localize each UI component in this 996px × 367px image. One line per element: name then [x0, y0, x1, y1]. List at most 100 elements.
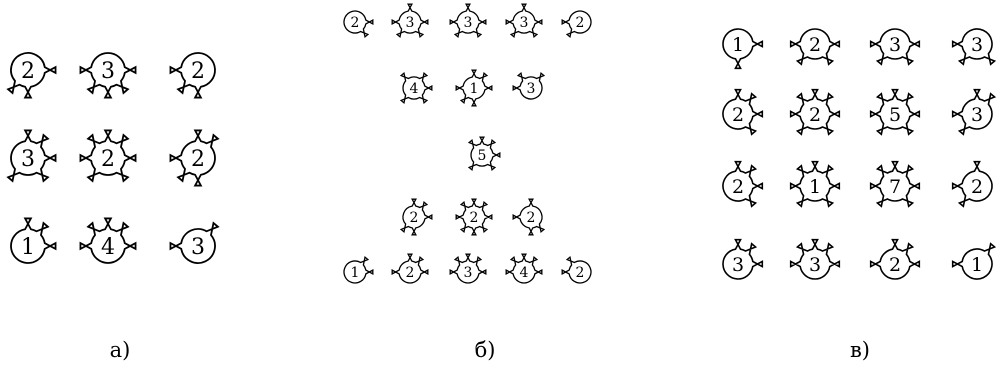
- hub-label: 1: [351, 265, 360, 281]
- hub-node: 2: [789, 88, 841, 136]
- hub-label: 2: [351, 15, 360, 31]
- hub-node: 3: [449, 3, 487, 39]
- caption-c: в): [849, 338, 870, 362]
- hub-outline: [722, 160, 764, 208]
- hub-node: 1: [722, 28, 764, 70]
- hub-outline: [169, 221, 220, 264]
- hub-outline: [449, 253, 487, 284]
- hub-node: 2: [869, 238, 921, 280]
- hub-outline: [343, 10, 374, 39]
- hub-outline: [79, 129, 137, 183]
- hub-node: 1: [951, 242, 996, 280]
- hub-outline: [512, 71, 546, 100]
- hub-outline: [79, 52, 137, 99]
- hub-node: 2: [343, 10, 374, 39]
- hub-node: 4: [505, 253, 543, 284]
- hub-outline: [399, 71, 433, 105]
- hub-label: 2: [971, 176, 983, 198]
- hub-label: 1: [809, 176, 821, 198]
- hub-outline: [869, 238, 921, 280]
- hub-node: 2: [722, 160, 764, 208]
- hub-label: 3: [732, 254, 744, 276]
- hub-node: 3: [951, 88, 996, 136]
- hub-label: 3: [406, 15, 415, 31]
- hub-label: 2: [406, 265, 415, 281]
- hub-label: 2: [21, 59, 35, 84]
- hub-outline: [869, 160, 921, 208]
- hub-label: 2: [732, 104, 744, 126]
- hub-outline: [505, 3, 543, 39]
- hub-label: 3: [527, 81, 536, 97]
- hub-outline: [343, 255, 374, 284]
- hub-outline: [455, 69, 493, 107]
- hub-node: 3: [79, 52, 137, 99]
- hub-label: 3: [21, 147, 35, 172]
- hub-label: 1: [470, 81, 479, 97]
- hub-label: 3: [809, 254, 821, 276]
- hub-outline: [391, 253, 429, 284]
- hub-node: 4: [399, 71, 433, 105]
- hub-outline: [722, 28, 764, 70]
- hub-label: 7: [889, 176, 901, 198]
- hub-label: 3: [101, 59, 115, 84]
- hub-label: 2: [576, 265, 585, 281]
- hub-outline: [455, 198, 493, 236]
- hub-node: 2: [561, 10, 592, 39]
- hub-label: 2: [889, 254, 901, 276]
- hub-outline: [951, 88, 996, 136]
- hub-label: 2: [191, 59, 205, 84]
- hub-node: 1: [455, 69, 493, 107]
- hub-outline: [722, 88, 764, 136]
- hub-node: 2: [455, 198, 493, 236]
- caption-b: б): [474, 338, 496, 362]
- hub-outline: [10, 217, 57, 264]
- hub-node: 2: [951, 160, 993, 208]
- hub-outline: [951, 28, 996, 66]
- hub-outline: [391, 3, 429, 39]
- hub-node: 3: [169, 221, 220, 264]
- hub-label: 3: [971, 104, 983, 126]
- hub-label: 2: [809, 34, 821, 56]
- hub-outline: [6, 52, 57, 99]
- hub-outline: [789, 238, 841, 280]
- hub-outline: [789, 160, 841, 208]
- hub-node: 3: [951, 28, 996, 66]
- hub-node: 1: [789, 160, 841, 208]
- hub-node: 3: [869, 28, 921, 66]
- hub-node: 2: [169, 52, 216, 99]
- hub-outline: [561, 10, 592, 39]
- hub-node: 2: [561, 255, 592, 284]
- hub-label: 3: [464, 15, 473, 31]
- hub-outline: [467, 136, 501, 172]
- hub-outline: [869, 28, 921, 66]
- hub-outline: [869, 88, 921, 136]
- hub-label: 3: [520, 15, 529, 31]
- hub-outline: [505, 253, 543, 284]
- hub-node: 3: [6, 129, 57, 183]
- hub-node: 3: [505, 3, 543, 39]
- hub-node: 2: [79, 129, 137, 183]
- hub-label: 4: [101, 235, 115, 260]
- hub-label: 2: [191, 147, 205, 172]
- hub-node: 2: [6, 52, 57, 99]
- hub-label: 2: [410, 210, 419, 226]
- hub-outline: [561, 255, 592, 284]
- hub-outline: [6, 129, 57, 183]
- hub-outline: [399, 198, 433, 236]
- hub-node: 2: [789, 28, 841, 66]
- hub-label: 3: [464, 265, 473, 281]
- hub-label: 2: [576, 15, 585, 31]
- hub-label: 2: [732, 176, 744, 198]
- hub-outline: [789, 28, 841, 66]
- hub-label: 2: [101, 147, 115, 172]
- hub-node: 3: [449, 253, 487, 284]
- hub-outline: [722, 238, 764, 280]
- hub-node: 2: [722, 88, 764, 136]
- hub-node: 3: [512, 71, 546, 100]
- caption-a: а): [109, 338, 131, 362]
- hub-outline: [951, 242, 996, 280]
- hub-node: 2: [399, 198, 433, 236]
- hub-outline: [79, 217, 137, 264]
- hub-node: 3: [391, 3, 429, 39]
